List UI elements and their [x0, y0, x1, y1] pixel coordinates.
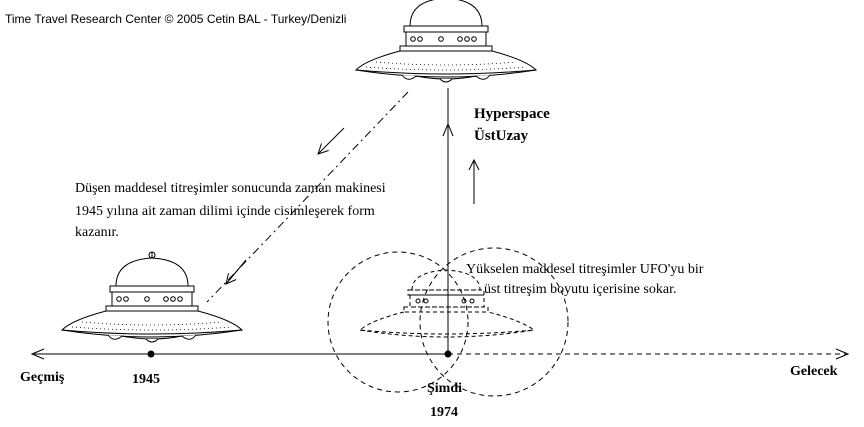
- vibration-circle-left: [327, 251, 469, 393]
- descent-arrow-upper-icon: [318, 127, 345, 154]
- point-1945: [147, 350, 155, 358]
- note-left-line2: 1945 yılına ait zaman dilimi içinde cisi…: [75, 204, 375, 219]
- arrow-right-icon: [835, 348, 850, 360]
- descent-arrow-lower-icon: [226, 259, 247, 284]
- year-1945-label: 1945: [132, 372, 160, 387]
- note-left-line1: Düşen maddesel titreşimler sonucunda zam…: [75, 181, 386, 196]
- ufo-1945: [61, 251, 243, 343]
- future-label: Gelecek: [790, 364, 838, 379]
- year-1974-label: 1974: [430, 405, 458, 420]
- porthole-icon: [469, 298, 475, 304]
- note-right-line1: Yükselen maddesel titreşimler UFO'yu bir: [466, 262, 704, 277]
- note-left-line3: kazanır.: [75, 225, 119, 240]
- ustuzay-label: ÜstUzay: [474, 127, 529, 144]
- vibration-circle-right: [419, 247, 569, 397]
- porthole-icon: [423, 298, 429, 304]
- note-right-line2: üst titreşim boyutu içerisine sokar.: [484, 282, 676, 297]
- ufo-hyperspace: [355, 0, 537, 83]
- past-label: Geçmiş: [20, 370, 65, 385]
- porthole-icon: [415, 298, 421, 304]
- ascent-arrowhead-icon: [442, 122, 454, 137]
- descent-line: [206, 91, 409, 303]
- now-label: Şimdi: [427, 381, 462, 396]
- point-now: [444, 350, 452, 358]
- credit-text: Time Travel Research Center © 2005 Cetin…: [5, 12, 346, 26]
- arrow-left-icon: [30, 348, 45, 360]
- ufo-1974: [358, 269, 536, 338]
- hyperspace-label: Hyperspace: [474, 106, 550, 122]
